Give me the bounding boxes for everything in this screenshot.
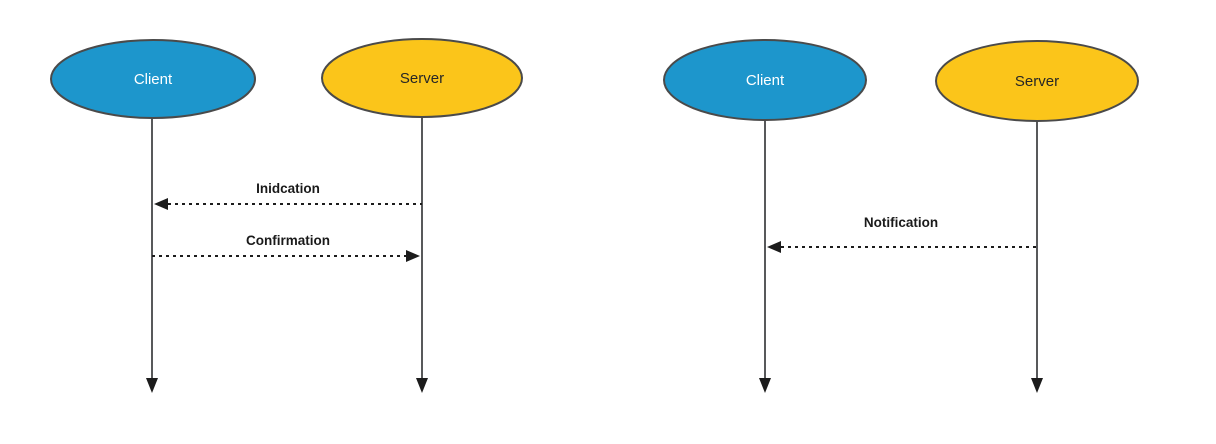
left-server-actor-ellipse	[321, 38, 523, 118]
right-message-notification-arrowhead-icon	[767, 241, 781, 253]
left-client-actor-label: Client	[134, 71, 173, 88]
left-server-lifeline-arrowhead-icon	[416, 378, 428, 393]
right-diagram: Client Server Notification	[663, 39, 1139, 393]
left-diagram: Client Server Inidcation Confirmation	[50, 38, 523, 393]
right-server-actor-ellipse	[935, 40, 1139, 122]
left-message-confirmation-label: Confirmation	[246, 233, 330, 248]
left-message-indication-arrowhead-icon	[154, 198, 168, 210]
left-server-actor-label: Server	[400, 70, 444, 87]
left-message-confirmation-arrowhead-icon	[406, 250, 420, 262]
right-server-lifeline-arrowhead-icon	[1031, 378, 1043, 393]
right-client-actor-ellipse	[663, 39, 867, 121]
left-client-lifeline-arrowhead-icon	[146, 378, 158, 393]
right-client-actor-label: Client	[746, 72, 785, 89]
right-message-notification-label: Notification	[864, 215, 938, 230]
right-client-lifeline-arrowhead-icon	[759, 378, 771, 393]
left-client-actor-ellipse	[50, 39, 256, 119]
right-server-actor-label: Server	[1015, 73, 1059, 90]
left-message-indication-label: Inidcation	[256, 181, 320, 196]
